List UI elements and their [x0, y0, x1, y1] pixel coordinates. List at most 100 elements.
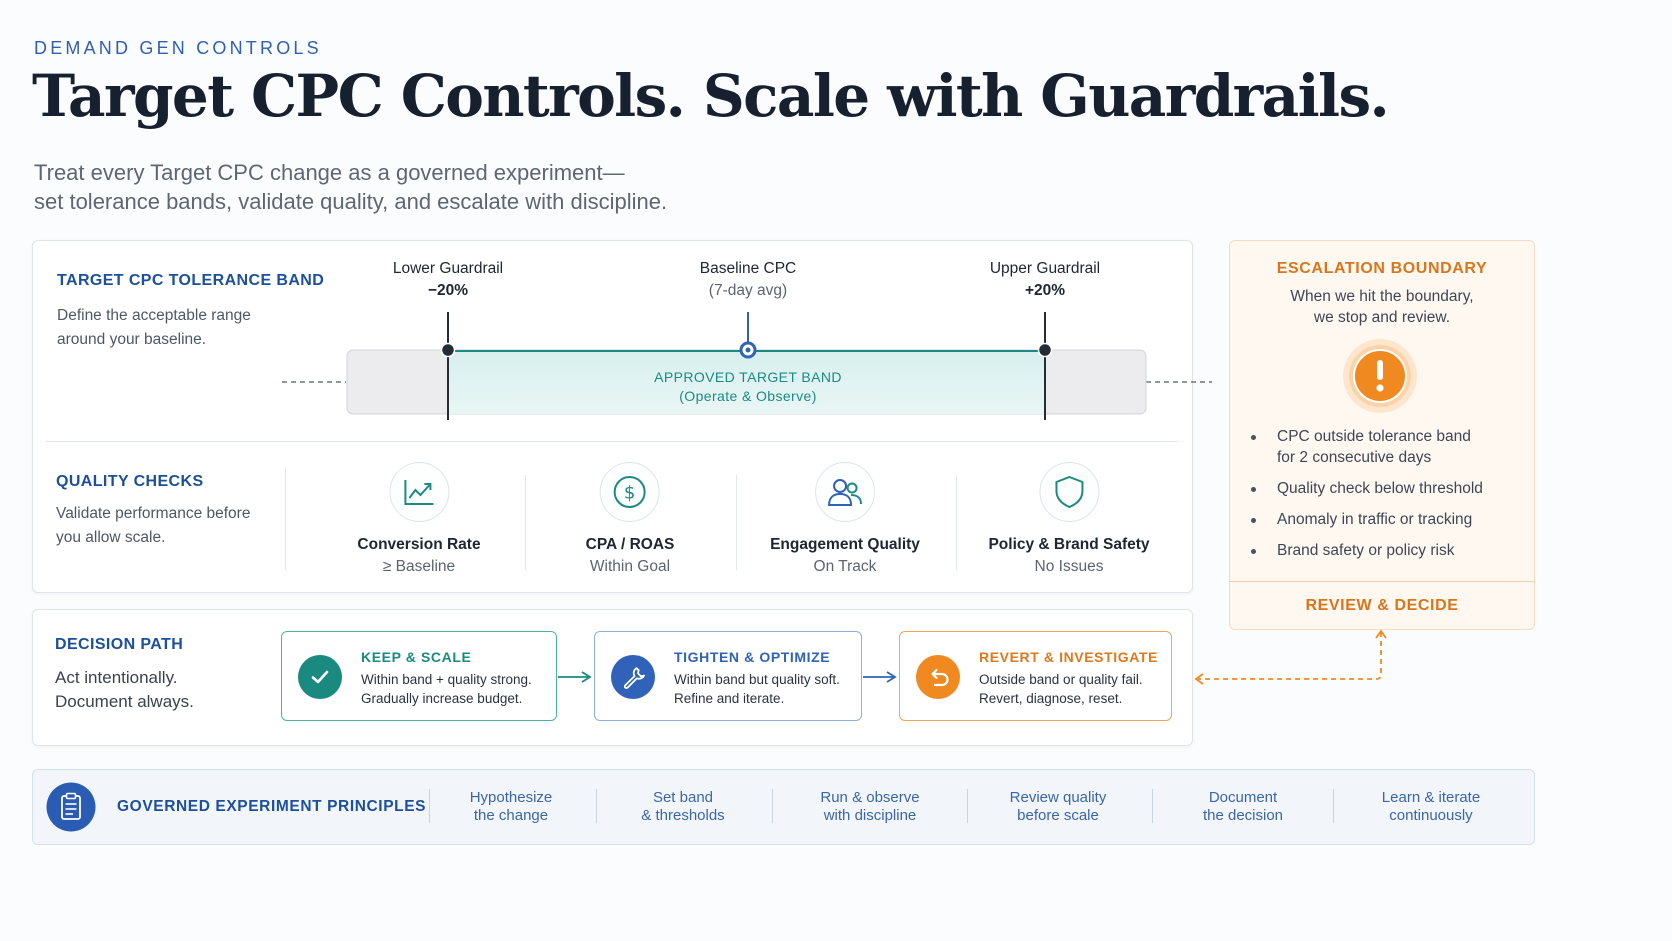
- principle-line-2: the decision: [1202, 807, 1284, 824]
- escalation-desc-line-1: When we hit the boundary,: [1290, 288, 1474, 305]
- principles-divider: [1152, 789, 1153, 823]
- decision-step-desc-line-1: Within band + quality strong.: [361, 672, 532, 687]
- escalation-item: Anomaly in traffic or tracking: [1251, 509, 1483, 530]
- baseline-dot-core: [745, 347, 751, 353]
- escalation-item: CPC outside tolerance band for 2 consecu…: [1251, 426, 1483, 468]
- subtitle-line-1: Treat every Target CPC change as a gover…: [34, 160, 625, 185]
- eyebrow: DEMAND GEN CONTROLS: [34, 38, 322, 58]
- tolerance-desc-line-1: Define the acceptable range: [57, 307, 251, 324]
- principle-line-1: Set band: [652, 789, 714, 806]
- decision-step-title: KEEP & SCALE: [361, 649, 472, 665]
- principles-title: GOVERNED EXPERIMENT PRINCIPLES: [117, 798, 427, 815]
- trend-chart-icon: [388, 462, 449, 522]
- principle-item: Hypothesize the change: [470, 789, 553, 825]
- quality-check-title: Conversion Rate: [357, 536, 481, 553]
- wrench-icon: [611, 655, 655, 699]
- dollar-icon: $: [599, 462, 660, 522]
- escalation-title: ESCALATION BOUNDARY: [1276, 260, 1488, 277]
- principle-item: Set band & thresholds: [641, 789, 724, 825]
- lower-guardrail-label: Lower Guardrail −20%: [393, 258, 503, 302]
- quality-check-engagement: Engagement Quality On Track: [770, 462, 920, 576]
- escalation-desc-line-2: we stop and review.: [1313, 309, 1451, 326]
- escalation-item: Brand safety or policy risk: [1251, 540, 1483, 561]
- decision-step-revert-investigate[interactable]: REVERT & INVESTIGATE Outside band or qua…: [899, 631, 1172, 721]
- decision-desc-line-2: Document always.: [55, 692, 194, 711]
- decision-step-desc-line-1: Outside band or quality fail.: [979, 672, 1143, 687]
- quality-check-sub: On Track: [813, 558, 877, 575]
- approved-band-title: APPROVED TARGET BAND: [654, 369, 842, 385]
- escalation-item-line-2: for 2 consecutive days: [1277, 449, 1432, 466]
- principles-divider: [429, 789, 430, 823]
- tolerance-desc-line-2: around your baseline.: [57, 331, 207, 348]
- check-icon: [298, 655, 342, 699]
- escalation-desc: When we hit the boundary, we stop and re…: [1229, 286, 1535, 328]
- decision-step-desc-line-2: Revert, diagnose, reset.: [979, 691, 1123, 706]
- decision-desc-line-1: Act intentionally.: [55, 668, 178, 687]
- principle-line-2: & thresholds: [641, 807, 725, 824]
- upper-guardrail-label: Upper Guardrail +20%: [990, 258, 1100, 302]
- baseline-value: (7-day avg): [708, 282, 788, 299]
- quality-check-sub: ≥ Baseline: [382, 558, 456, 575]
- quality-divider: [285, 468, 286, 570]
- quality-check-cpa-roas: $ CPA / ROAS Within Goal: [585, 462, 675, 576]
- page-subtitle: Treat every Target CPC change as a gover…: [34, 158, 794, 216]
- decision-step-desc: Within band + quality strong. Gradually …: [361, 670, 532, 708]
- svg-text:$: $: [624, 483, 635, 504]
- lower-guardrail-value: −20%: [427, 282, 469, 299]
- quality-check-title: CPA / ROAS: [585, 536, 675, 553]
- decision-step-desc-line-1: Within band but quality soft.: [674, 672, 840, 687]
- page-title: Target CPC Controls. Scale with Guardrai…: [32, 62, 1390, 130]
- tolerance-quality-card: [32, 240, 1193, 593]
- escalation-item-line-1: CPC outside tolerance band: [1277, 428, 1471, 445]
- decision-step-keep-scale[interactable]: KEEP & SCALE Within band + quality stron…: [281, 631, 557, 721]
- people-icon: [815, 462, 875, 522]
- tolerance-band-title: TARGET CPC TOLERANCE BAND: [57, 272, 325, 289]
- decision-step-tighten-optimize[interactable]: TIGHTEN & OPTIMIZE Within band but quali…: [594, 631, 862, 721]
- approved-band-fill: [448, 351, 1045, 414]
- quality-divider: [525, 475, 526, 570]
- quality-check-sub: Within Goal: [589, 558, 671, 575]
- principles-bar: [32, 769, 1535, 845]
- card-divider: [46, 441, 1178, 442]
- principle-item: Learn & iterate continuously: [1382, 789, 1480, 825]
- decision-step-desc-line-2: Gradually increase budget.: [361, 691, 523, 706]
- decision-path-title: DECISION PATH: [55, 636, 184, 653]
- baseline-name: Baseline CPC: [699, 260, 797, 277]
- warning-icon: [1343, 339, 1417, 413]
- escalation-item: Quality check below threshold: [1251, 478, 1483, 499]
- quality-divider: [956, 475, 957, 570]
- quality-check-title: Policy & Brand Safety: [988, 536, 1150, 553]
- escalation-item-line-1: Brand safety or policy risk: [1277, 542, 1455, 559]
- subtitle-line-2: set tolerance bands, validate quality, a…: [34, 189, 668, 214]
- lower-guardrail-name: Lower Guardrail: [392, 260, 504, 277]
- shield-icon: [1038, 462, 1099, 522]
- principle-item: Document the decision: [1203, 789, 1283, 825]
- upper-guardrail-dot: [1037, 342, 1053, 358]
- principles-divider: [967, 789, 968, 823]
- quality-checks-desc: Validate performance before you allow sc…: [56, 502, 250, 550]
- principle-line-1: Document: [1208, 789, 1278, 806]
- quality-check-title: Engagement Quality: [770, 536, 920, 553]
- decision-step-desc: Outside band or quality fail. Revert, di…: [979, 670, 1143, 708]
- quality-check-conversion-rate: Conversion Rate ≥ Baseline: [357, 462, 481, 576]
- upper-guardrail-name: Upper Guardrail: [989, 260, 1101, 277]
- quality-check-policy: Policy & Brand Safety No Issues: [988, 462, 1150, 576]
- quality-desc-line-2: you allow scale.: [56, 529, 166, 546]
- decision-step-title: REVERT & INVESTIGATE: [979, 649, 1158, 665]
- quality-check-sub: No Issues: [1034, 558, 1104, 575]
- decision-step-desc: Within band but quality soft. Refine and…: [674, 670, 840, 708]
- decision-path-desc: Act intentionally. Document always.: [55, 666, 194, 714]
- review-decide-footer[interactable]: REVIEW & DECIDE: [1229, 581, 1535, 630]
- tolerance-band-graphic: [282, 312, 1212, 420]
- principle-line-1: Run & observe: [820, 789, 920, 806]
- principles-divider: [596, 789, 597, 823]
- clipboard-icon: [46, 782, 96, 832]
- baseline-label: Baseline CPC (7-day avg): [700, 258, 797, 302]
- principle-line-1: Hypothesize: [469, 789, 553, 806]
- escalation-item-line-1: Anomaly in traffic or tracking: [1277, 511, 1473, 528]
- principle-item: Run & observe with discipline: [820, 789, 919, 825]
- decision-step-title: TIGHTEN & OPTIMIZE: [674, 649, 831, 665]
- approved-band-sub: (Operate & Observe): [679, 388, 817, 404]
- quality-checks-title: QUALITY CHECKS: [56, 473, 204, 490]
- principle-line-2: with discipline: [823, 807, 917, 824]
